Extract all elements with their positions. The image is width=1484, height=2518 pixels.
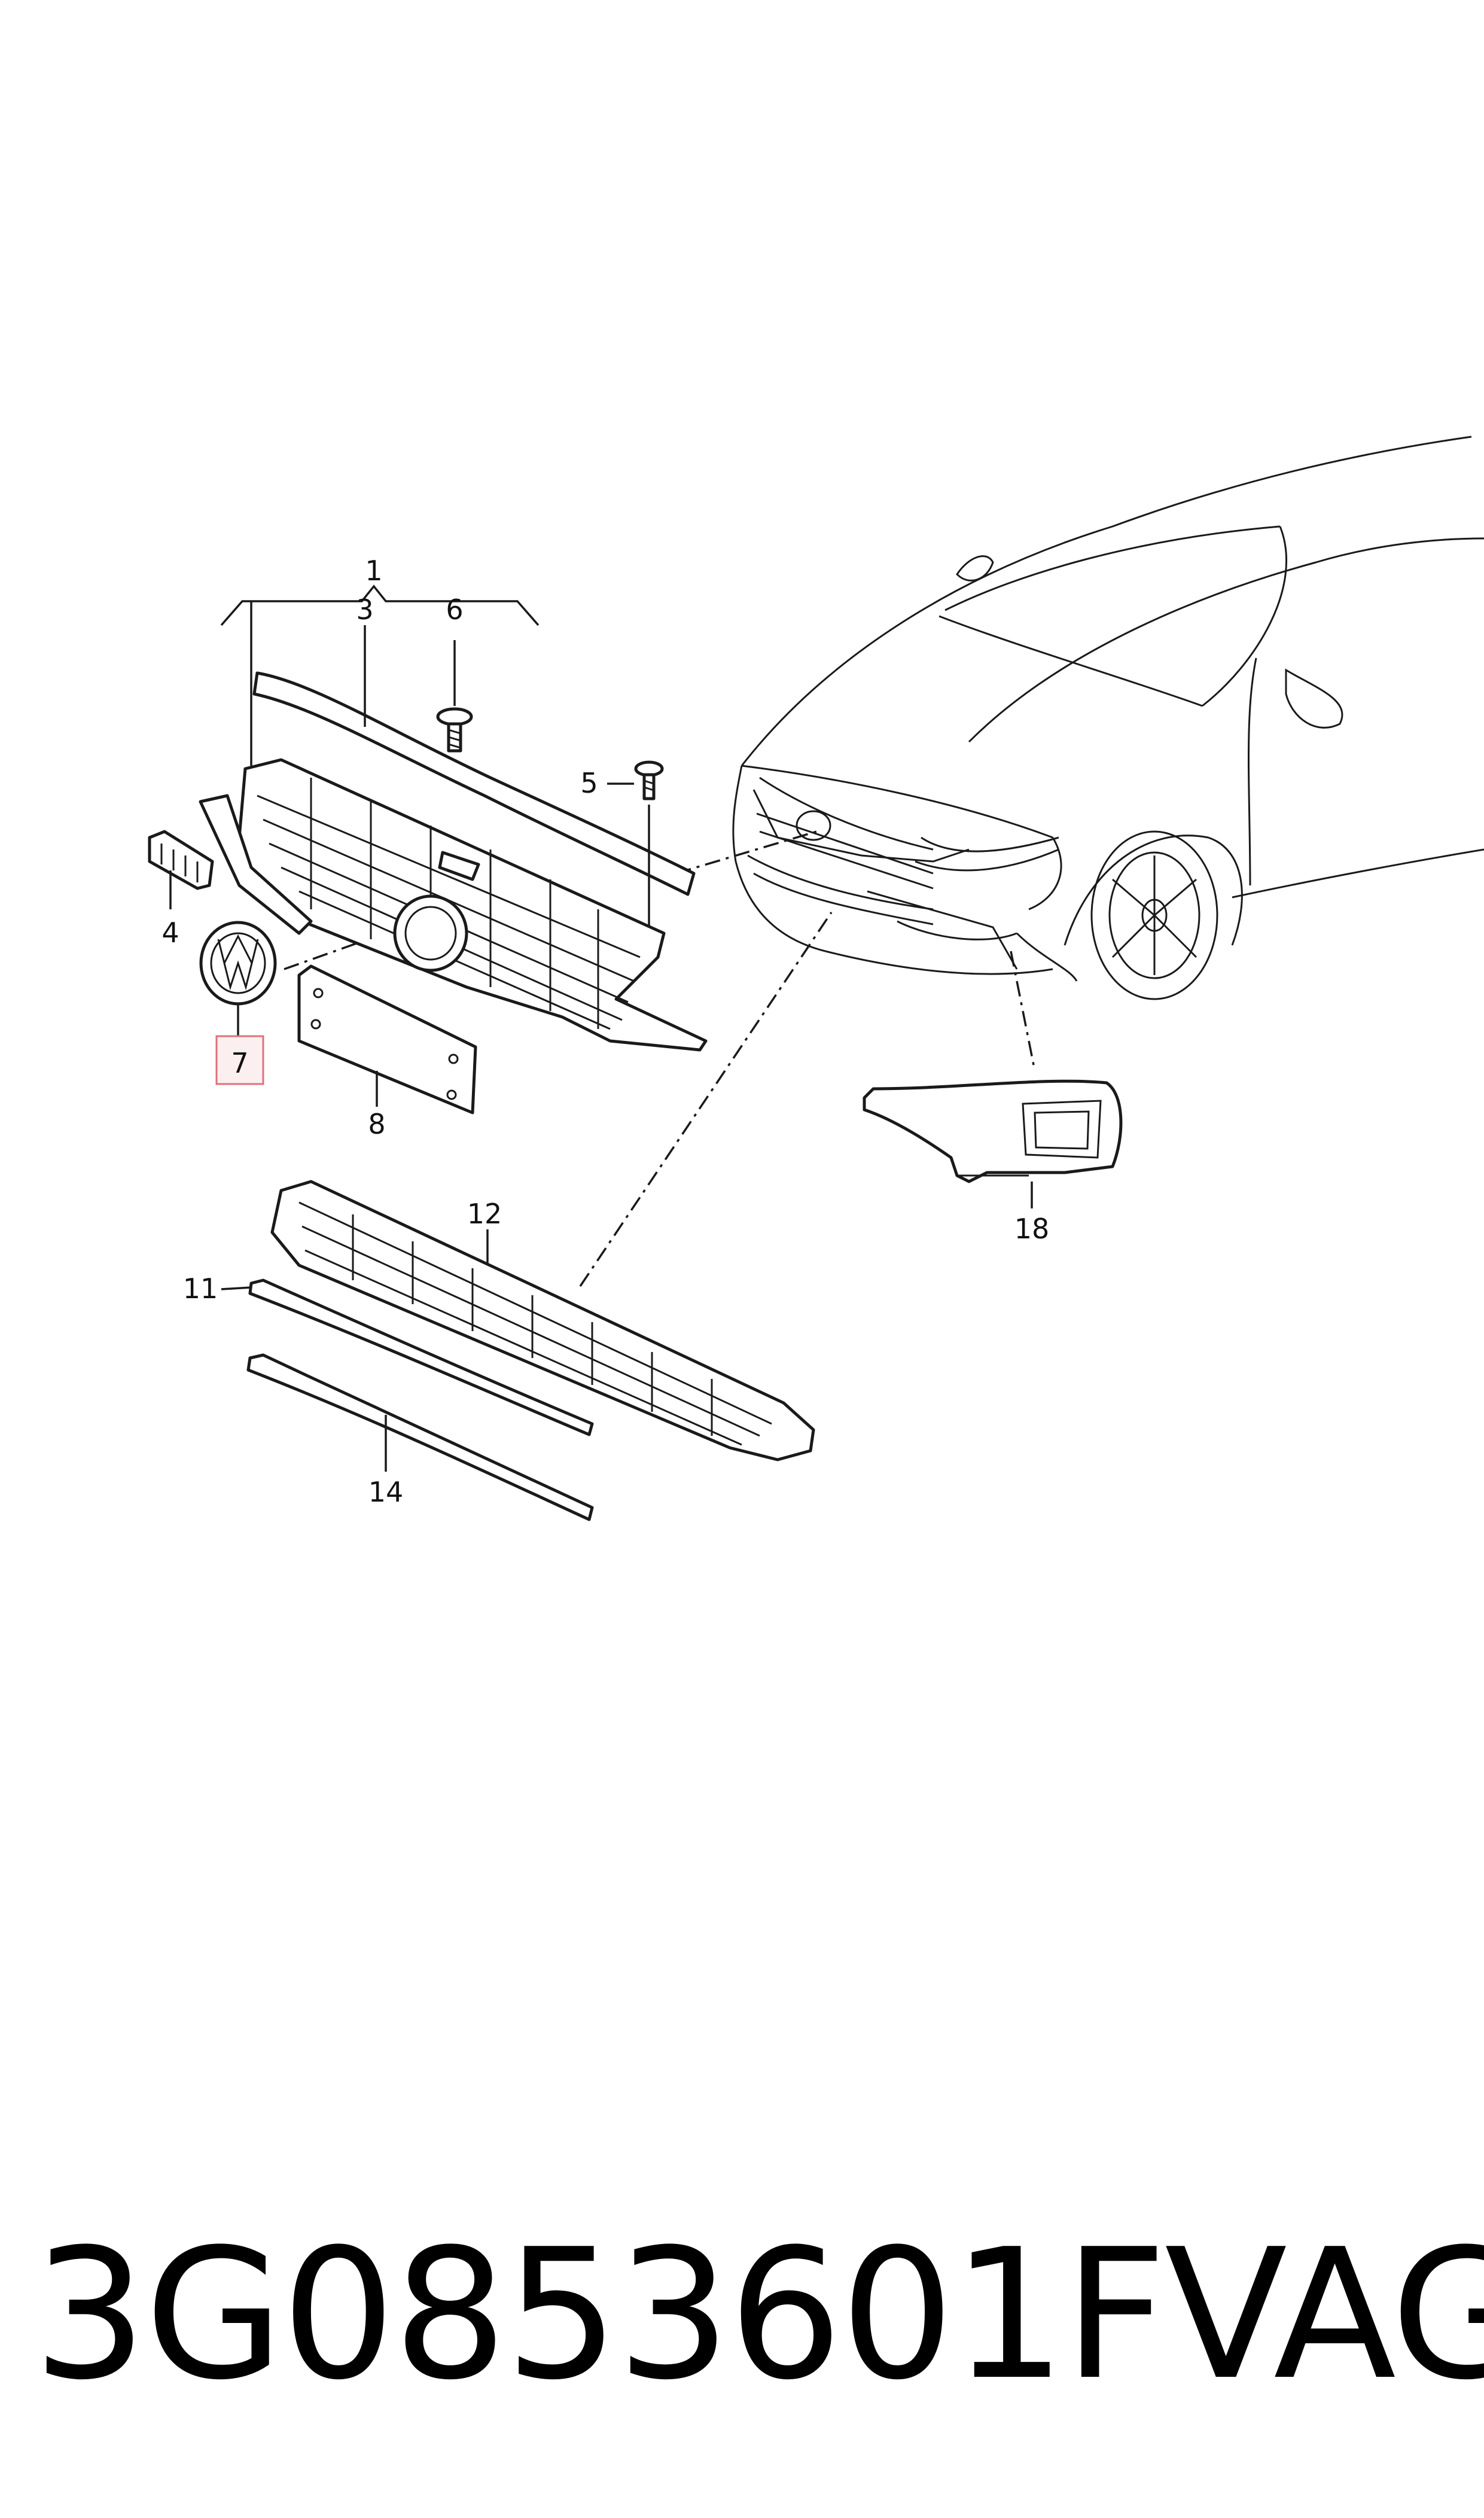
part-11-strip	[248, 1278, 594, 1436]
main-grille	[199, 758, 708, 1052]
leader-11	[221, 1286, 252, 1290]
part-18-trim	[863, 1079, 1123, 1183]
footer: 3G0853601F VAG	[33, 2211, 1484, 2419]
callout-11: 11	[183, 1272, 218, 1305]
leader-grille-to-car	[675, 830, 817, 875]
car-illustration	[732, 436, 1484, 1000]
part-14-strip	[246, 1353, 594, 1521]
parts-diagram: 1 3 6 5 4 7 8 12 11 14 18	[148, 436, 1484, 1521]
callout-1: 1	[365, 555, 382, 587]
leader-trim-to-car	[1010, 951, 1036, 1071]
highlight-box-7	[215, 1035, 264, 1085]
part-8-plate	[297, 964, 477, 1115]
part-3-trim-strip	[252, 671, 696, 896]
callout-18: 18	[1014, 1213, 1050, 1245]
leader-lower-grille-to-car	[579, 912, 833, 1287]
part-7-vw-emblem	[199, 921, 277, 1006]
brand-label: VAG	[1164, 2211, 1484, 2419]
leader-badge-to-grille	[284, 920, 419, 970]
callout-12: 12	[467, 1198, 502, 1230]
callout-7: 7	[231, 1047, 248, 1079]
callout-6: 6	[446, 593, 463, 626]
part-number: 3G0853601F	[33, 2211, 1167, 2419]
callout-8: 8	[368, 1108, 385, 1140]
part-4-clip	[148, 830, 214, 890]
part-5-screw	[634, 760, 664, 800]
callout-5: 5	[580, 767, 598, 799]
bracket-1	[220, 584, 540, 626]
callout-4: 4	[161, 917, 179, 949]
callout-3: 3	[356, 593, 373, 626]
part-12-lower-grille	[270, 1180, 815, 1462]
part-6-screw	[436, 707, 473, 753]
callout-14: 14	[368, 1476, 404, 1508]
